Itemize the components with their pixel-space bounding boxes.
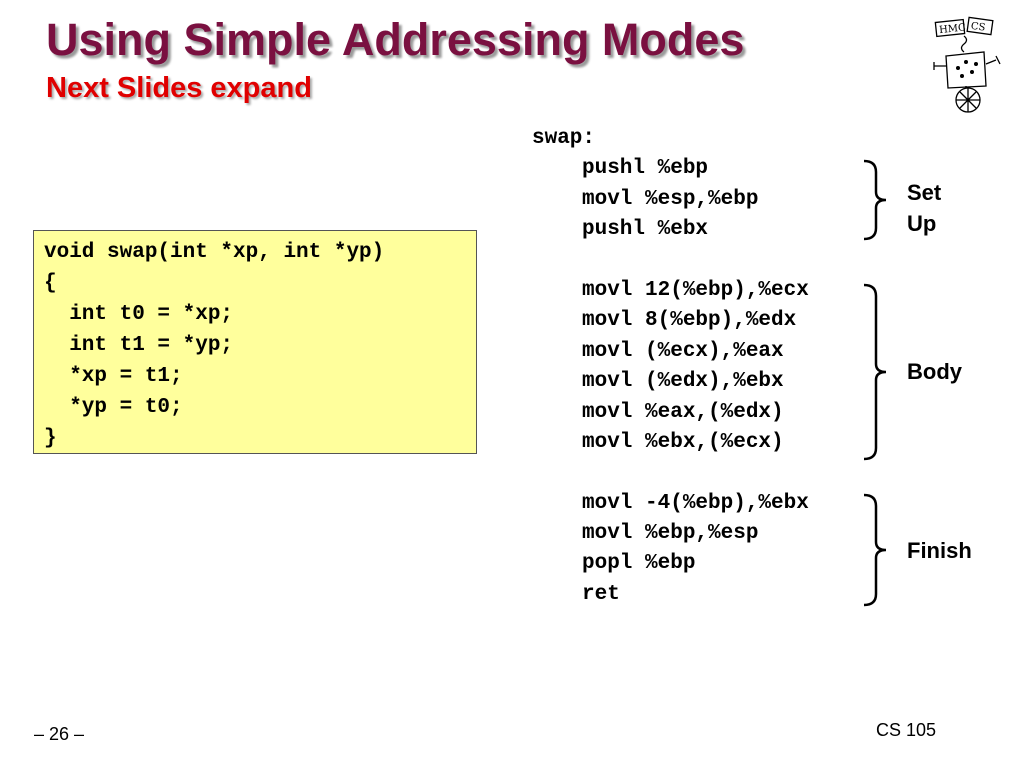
hmc-cs-logo: HMC CS [933, 16, 1001, 113]
c-code-line: int t0 = *xp; [44, 303, 234, 326]
setup-brace [863, 159, 887, 241]
asm-body-line: movl %ebx,(%ecx) [582, 430, 784, 454]
asm-body-line: movl 8(%ebp),%edx [582, 309, 797, 333]
setup-label-line1: Set [907, 180, 942, 205]
asm-blank-line [532, 246, 809, 276]
asm-body-line: movl (%ecx),%eax [582, 339, 784, 363]
asm-finish-line: popl %ebp [582, 552, 696, 576]
slide-subtitle: Next Slides expand [46, 72, 312, 104]
asm-body-line: movl (%edx),%ebx [582, 370, 784, 394]
asm-setup-line: pushl %ebp [582, 157, 709, 181]
asm-setup-line: movl %esp,%ebp [582, 187, 759, 211]
setup-label: Set Up [907, 177, 941, 239]
body-brace [863, 283, 887, 461]
asm-finish-line: ret [582, 582, 620, 606]
asm-finish-line: movl %ebp,%esp [582, 522, 759, 546]
asm-blank-line [532, 458, 809, 488]
c-code-line: { [44, 272, 57, 295]
course-label: CS 105 [876, 720, 937, 740]
asm-function-label: swap: [532, 127, 596, 150]
asm-finish-line: movl -4(%ebp),%ebx [582, 491, 809, 515]
finish-label: Finish [907, 538, 972, 563]
asm-setup-line: pushl %ebx [582, 218, 709, 242]
c-code-line: void swap(int *xp, int *yp) [44, 241, 385, 264]
c-code-line: int t1 = *yp; [44, 334, 234, 357]
c-code-line: *xp = t1; [44, 365, 183, 388]
asm-body-line: movl %eax,(%edx) [582, 400, 784, 424]
logo-text-hmc: HMC [939, 22, 967, 36]
body-label: Body [907, 359, 962, 384]
asm-body-line: movl 12(%ebp),%ecx [582, 278, 809, 302]
slide-title: Using Simple Addressing Modes [46, 14, 745, 65]
c-code-line: *yp = t0; [44, 396, 183, 419]
page-number: – 26 – [34, 724, 85, 744]
c-code-box: void swap(int *xp, int *yp) { int t0 = *… [33, 230, 477, 454]
logo-text-cs: CS [970, 21, 986, 34]
finish-brace [863, 493, 887, 607]
assembly-listing: swap: pushl %ebp movl %esp,%ebp pushl %e… [532, 124, 809, 610]
c-code-line: } [44, 427, 57, 450]
setup-label-line2: Up [907, 211, 937, 236]
